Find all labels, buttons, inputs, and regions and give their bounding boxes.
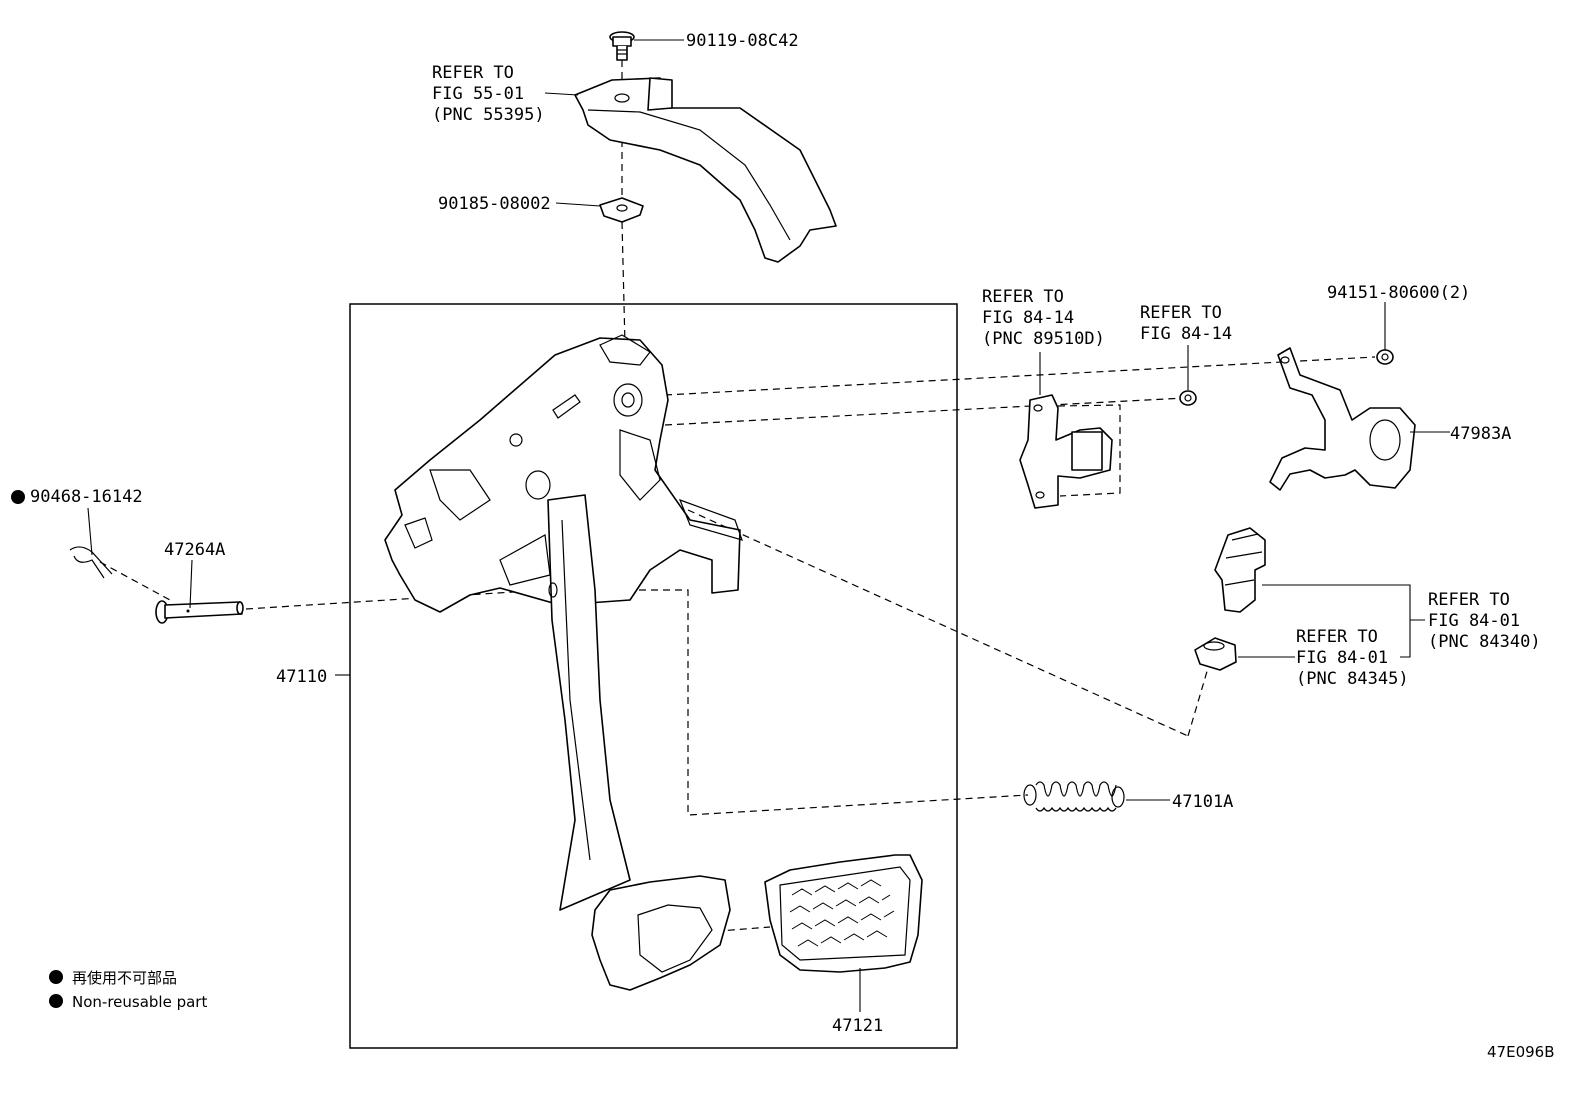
part-number-90185: 90185-08002 — [438, 194, 551, 214]
legend-text-jp: 再使用不可部品 — [72, 969, 177, 987]
part-number-90119: 90119-08C42 — [686, 31, 799, 51]
refer-fig-84-01-b-line1: REFER TO — [1296, 627, 1378, 647]
bolt-icon — [609, 31, 635, 61]
refer-fig-84-01-a-line3: (PNC 84340) — [1428, 632, 1541, 652]
clip-nut-icon — [599, 197, 644, 223]
legend-marker-jp-icon — [49, 970, 63, 984]
refer-fig-84-14-b-line1: REFER TO — [1140, 303, 1222, 323]
refer-fig-84-14-b-line2: FIG 84-14 — [1140, 324, 1232, 344]
part-number-47121: 47121 — [832, 1016, 883, 1036]
stop-lamp-switch-icon — [1214, 527, 1266, 613]
assembly-frame — [349, 303, 958, 1049]
pedal-arm-icon — [384, 334, 743, 991]
legend-text-en: Non-reusable part — [72, 993, 207, 1011]
cushion-icon — [1194, 637, 1237, 671]
refer-fig-84-01-a-line1: REFER TO — [1428, 590, 1510, 610]
refer-fig-84-14-a-line1: REFER TO — [982, 287, 1064, 307]
pin-icon — [155, 600, 244, 624]
hair-pin-icon — [69, 546, 113, 579]
refer-fig-84-14-a-line3: (PNC 89510D) — [982, 329, 1105, 349]
refer-fig-55-01-line3: (PNC 55395) — [432, 105, 545, 125]
legend-marker-en-icon — [49, 994, 63, 1008]
part-number-47110: 47110 — [276, 667, 327, 687]
support-bracket-icon — [574, 77, 837, 263]
part-number-90468: 90468-16142 — [30, 487, 143, 507]
figure-code: 47E096B — [1487, 1043, 1555, 1061]
part-number-47983a: 47983A — [1450, 424, 1511, 444]
dashed-connectors — [99, 60, 1376, 936]
part-number-94151: 94151-80600(2) — [1327, 283, 1470, 303]
return-spring-icon — [1023, 781, 1125, 812]
switch-bracket-icon — [1019, 394, 1113, 509]
sensor-bracket-icon — [1269, 347, 1416, 491]
small-nut-icon — [1179, 390, 1197, 406]
pedal-pad-icon — [764, 854, 923, 973]
nut-icon — [1376, 349, 1394, 365]
refer-fig-55-01-line2: FIG 55-01 — [432, 84, 524, 104]
refer-fig-84-14-a-line2: FIG 84-14 — [982, 308, 1074, 328]
non-reusable-marker-icon — [11, 490, 25, 504]
part-number-47101a: 47101A — [1172, 792, 1233, 812]
refer-fig-55-01-line1: REFER TO — [432, 63, 514, 83]
refer-fig-84-01-b-line2: FIG 84-01 — [1296, 648, 1388, 668]
part-number-47264a: 47264A — [164, 540, 225, 560]
refer-fig-84-01-a-line2: FIG 84-01 — [1428, 611, 1520, 631]
refer-fig-84-01-b-line3: (PNC 84345) — [1296, 669, 1409, 689]
